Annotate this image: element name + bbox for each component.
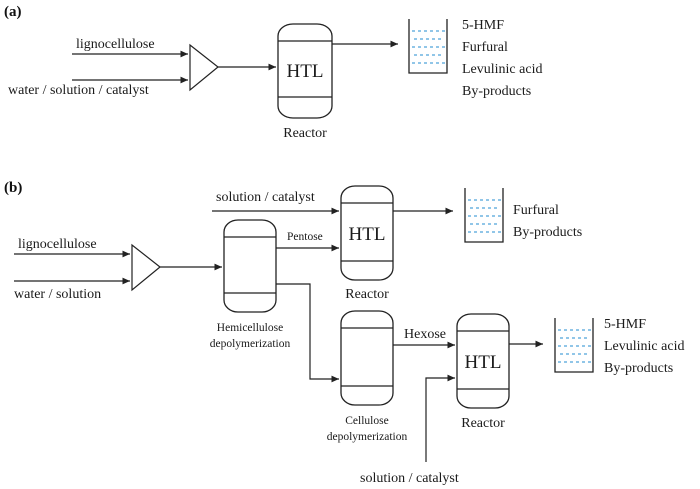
b-bottom-feed-arrow <box>425 374 455 462</box>
b-top-product-1: Furfural <box>513 203 559 218</box>
b-hemicellulose-vessel <box>223 219 277 313</box>
b-cell-caption-2: depolymerization <box>327 431 408 443</box>
a-reactor-caption: Reactor <box>283 126 327 141</box>
b-cellulose-vessel <box>340 310 394 406</box>
a-reactor-text: HTL <box>287 61 324 82</box>
panel-b-label: (b) <box>4 180 22 196</box>
a-product-4: By-products <box>462 84 531 99</box>
a-htl-reactor: HTL <box>277 23 333 119</box>
b-bottom-reactor-caption: Reactor <box>461 416 505 431</box>
b-hemi-to-cellulose-arrow <box>276 283 339 383</box>
a-product-3: Levulinic acid <box>462 62 542 77</box>
b-top-product-2: By-products <box>513 225 582 240</box>
b-mixer <box>131 243 161 292</box>
b-bottom-htl-reactor: HTL <box>456 313 510 409</box>
a-input-lignocellulose: lignocellulose <box>76 37 155 52</box>
b-bottom-product-1: 5-HMF <box>604 317 646 332</box>
b-cell-caption-1: Cellulose <box>345 415 388 427</box>
b-top-reactor-caption: Reactor <box>345 287 389 302</box>
a-mixer <box>189 43 219 92</box>
b-input-lignocellulose: lignocellulose <box>18 237 97 252</box>
a-product-beaker <box>408 19 448 74</box>
b-bottom-product-2: Levulinic acid <box>604 339 684 354</box>
b-bottom-feed-label: solution / catalyst <box>360 471 459 486</box>
b-top-feed-label: solution / catalyst <box>216 190 315 205</box>
b-top-product-beaker <box>464 188 504 243</box>
b-bottom-product-3: By-products <box>604 361 673 376</box>
b-input-water: water / solution <box>14 287 101 302</box>
b-bottom-reactor-text: HTL <box>465 352 502 373</box>
b-pentose-label: Pentose <box>287 231 323 243</box>
b-top-htl-reactor: HTL <box>340 185 394 281</box>
a-product-1: 5-HMF <box>462 18 504 33</box>
a-product-2: Furfural <box>462 40 508 55</box>
b-hemi-caption-2: depolymerization <box>210 338 291 350</box>
b-hexose-label: Hexose <box>404 327 446 342</box>
b-top-reactor-text: HTL <box>349 224 386 245</box>
a-input-water: water / solution / catalyst <box>8 83 149 98</box>
panel-a-label: (a) <box>4 4 22 20</box>
b-bottom-product-beaker <box>554 318 594 373</box>
b-hemi-caption-1: Hemicellulose <box>217 322 283 334</box>
